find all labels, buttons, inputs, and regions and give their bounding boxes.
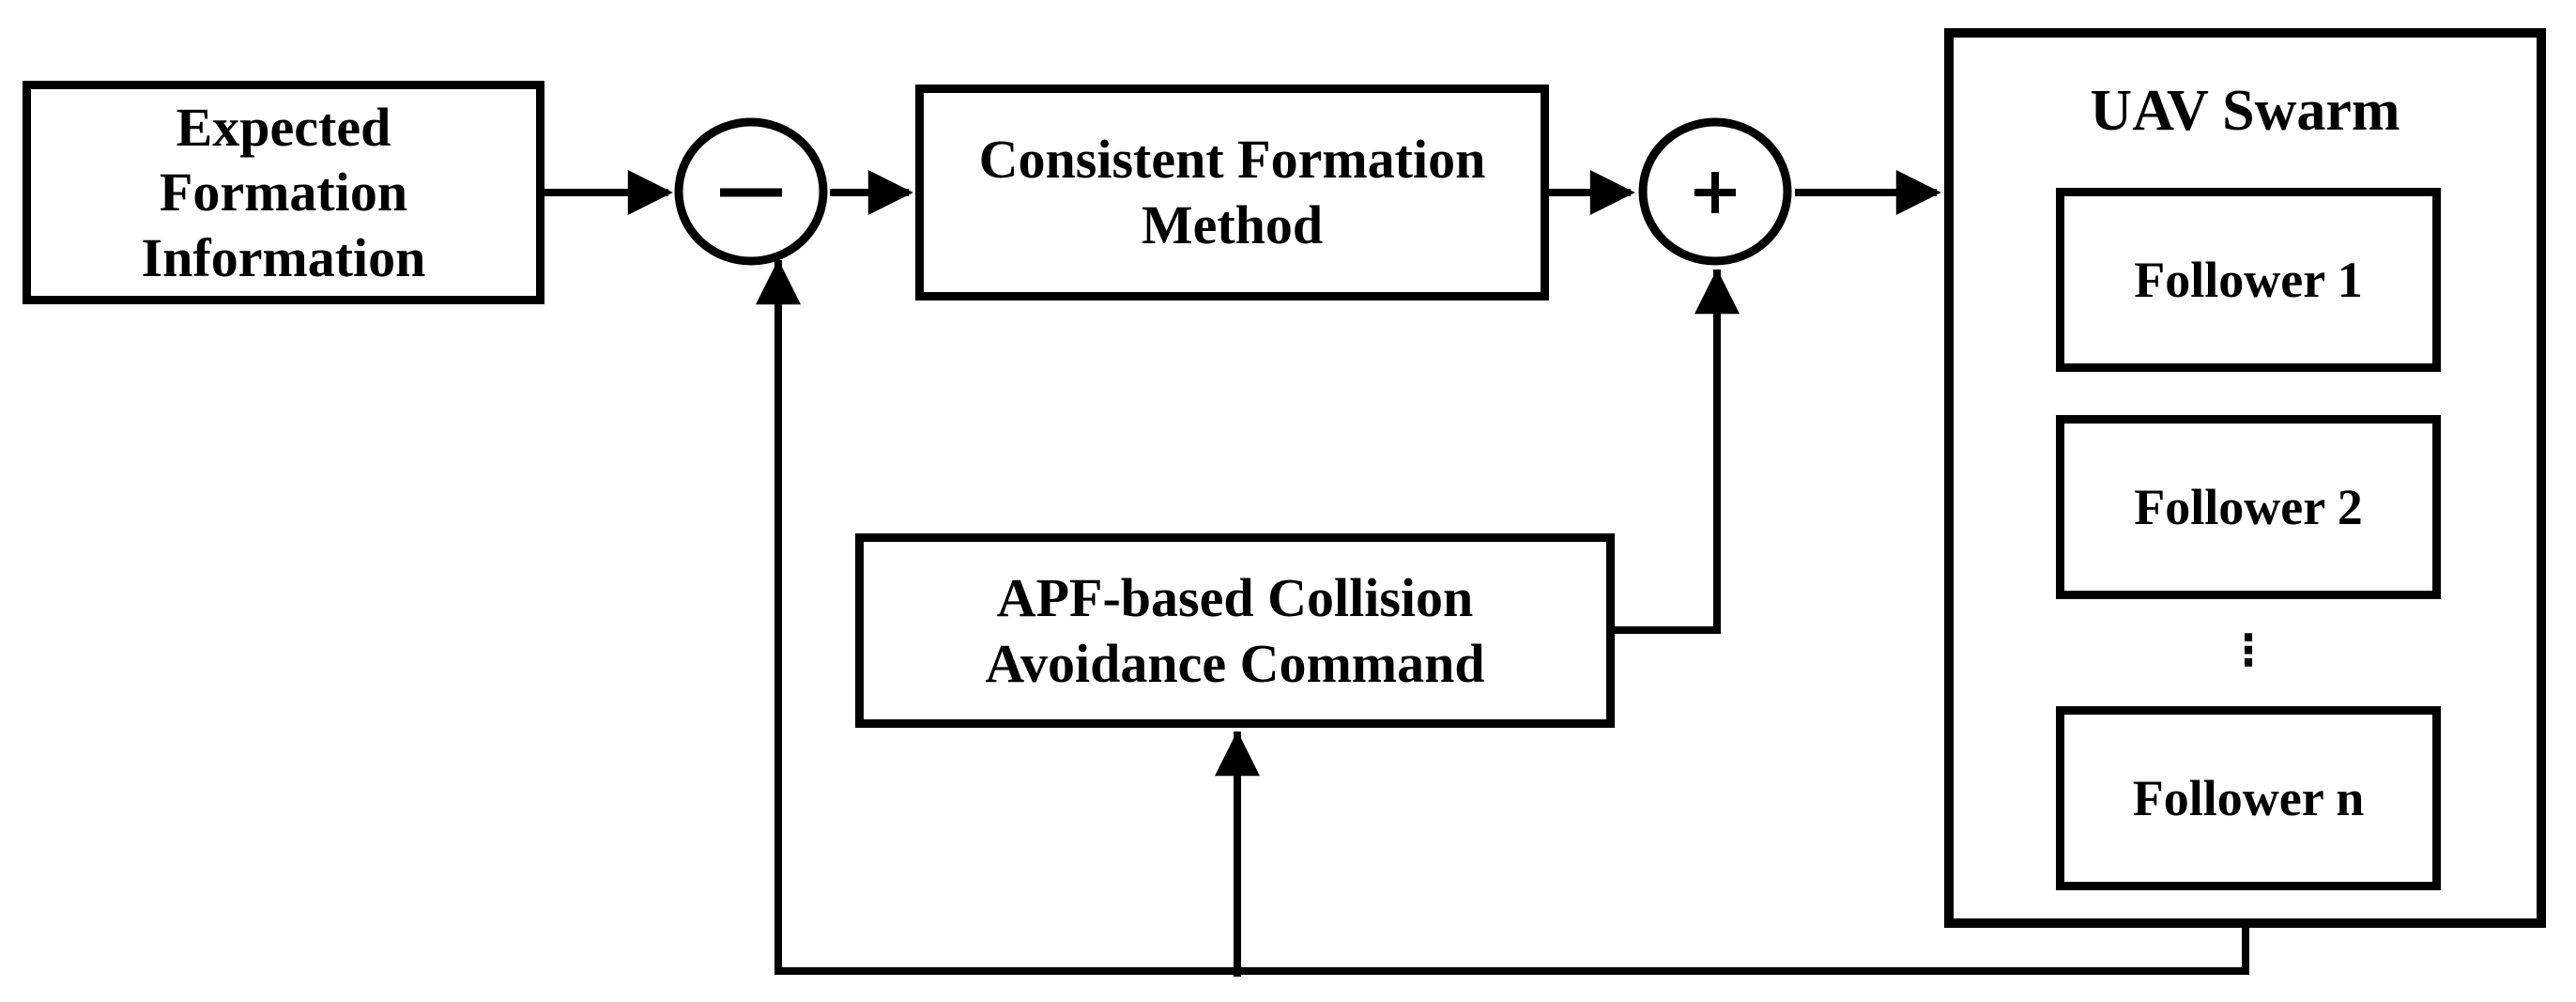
apf-collision-avoidance-box: APF-based Collision Avoidance Command <box>855 533 1615 728</box>
follower-n-box: Follower n <box>2056 706 2441 890</box>
apf-collision-avoidance-label: APF-based Collision Avoidance Command <box>985 566 1485 694</box>
follower-1-label: Follower 1 <box>2134 251 2363 308</box>
follower-n-label: Follower n <box>2132 769 2365 826</box>
follower-2-label: Follower 2 <box>2134 478 2363 535</box>
consistent-formation-method-box: Consistent Formation Method <box>915 85 1549 301</box>
follower-2-box: Follower 2 <box>2056 415 2441 599</box>
consistent-formation-method-label: Consistent Formation Method <box>978 129 1486 255</box>
expected-formation-label: Expected Formation Information <box>141 96 426 288</box>
feedback-line <box>756 259 2249 975</box>
apf-output-line <box>1607 269 1740 634</box>
vertical-ellipsis: ⋮ <box>2227 624 2270 675</box>
follower-1-box: Follower 1 <box>2056 188 2441 372</box>
uav-swarm-title: UAV Swarm <box>2090 78 2400 143</box>
expected-formation-box: Expected Formation Information <box>23 81 544 304</box>
